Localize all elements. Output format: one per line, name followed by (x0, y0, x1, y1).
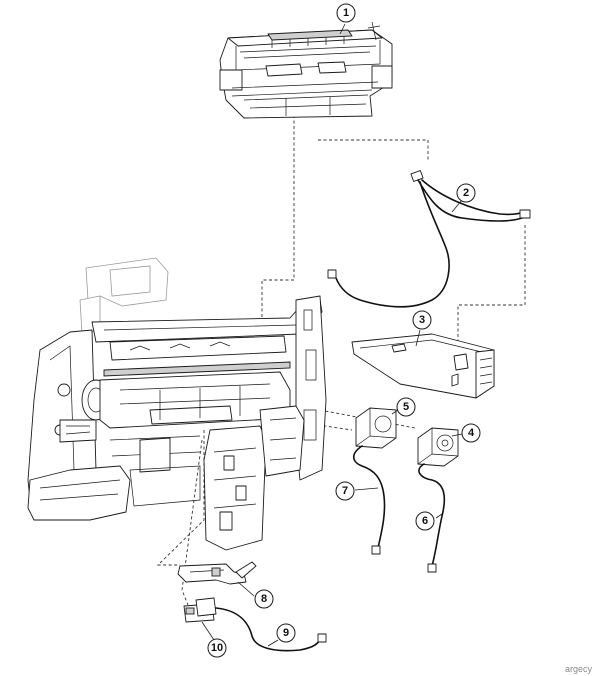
svg-text:6: 6 (422, 515, 428, 527)
callouts: 1 2 3 4 5 6 7 (201, 3, 481, 658)
callout-1[interactable]: 1 (336, 3, 356, 35)
cable-harness (327, 170, 531, 308)
svg-text:4: 4 (468, 427, 475, 439)
fan-cable-7 (352, 445, 386, 555)
svg-text:2: 2 (463, 187, 469, 199)
callout-10[interactable]: 10 (201, 621, 227, 658)
sensor-board (183, 597, 217, 623)
sensor-cable (215, 607, 327, 652)
sensor-bracket (177, 561, 257, 585)
svg-text:7: 7 (342, 485, 348, 497)
svg-text:1: 1 (343, 7, 349, 19)
printer-frame (27, 295, 327, 551)
callout-6[interactable]: 6 (415, 511, 443, 531)
paper-feed-assembly (219, 21, 393, 119)
fan-cable-6 (418, 463, 446, 573)
callout-4[interactable]: 4 (451, 423, 481, 443)
printer-frame-rear (79, 257, 169, 335)
controller-board (351, 333, 495, 399)
callout-8[interactable]: 8 (237, 581, 274, 609)
watermark-text: argecy (564, 664, 592, 674)
svg-text:10: 10 (211, 642, 223, 654)
fan-5 (355, 407, 397, 449)
fan-4 (417, 427, 459, 467)
callout-7[interactable]: 7 (335, 481, 379, 501)
callout-9[interactable]: 9 (267, 623, 296, 647)
svg-text:5: 5 (403, 401, 409, 413)
callout-3[interactable]: 3 (412, 310, 432, 347)
svg-text:8: 8 (261, 593, 267, 605)
svg-text:3: 3 (419, 314, 425, 326)
callout-5[interactable]: 5 (391, 397, 416, 417)
svg-text:9: 9 (283, 627, 289, 639)
callout-2[interactable]: 2 (456, 183, 476, 203)
